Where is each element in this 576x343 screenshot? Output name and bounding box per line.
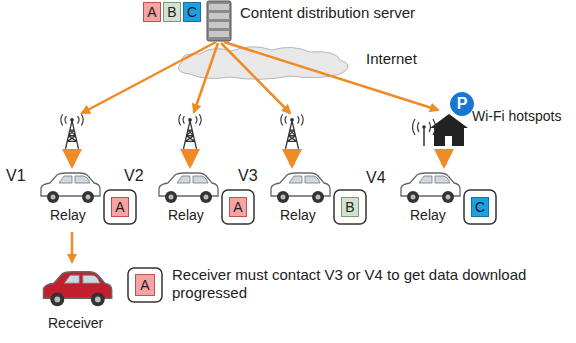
node-text: A — [140, 278, 149, 292]
vehicle-id: V1 — [6, 166, 26, 185]
vehicle-id: V4 — [366, 168, 386, 187]
content-box: A — [135, 274, 155, 296]
role-label: Relay — [50, 207, 86, 224]
node-text: P — [457, 96, 468, 112]
storage-devices — [104, 190, 496, 302]
role-label: Relay — [410, 207, 446, 224]
receiver-car — [43, 272, 111, 307]
content-box: C — [471, 197, 489, 217]
parking-sign: P — [450, 92, 474, 116]
distribution-arrows — [72, 42, 444, 262]
server-icon — [207, 1, 231, 41]
note-text: Receiver must contact V3 or V4 to get da… — [172, 266, 562, 302]
node-text: A — [147, 5, 156, 19]
role-label: Relay — [168, 207, 204, 224]
content-box: C — [183, 2, 201, 22]
content-box: A — [229, 197, 247, 217]
hotspot-label: Wi-Fi hotspots — [472, 108, 561, 125]
role-label: Relay — [280, 207, 316, 224]
node-text: A — [233, 200, 242, 214]
content-box: B — [163, 2, 181, 22]
vehicle-id: V3 — [238, 166, 258, 185]
role-label: Receiver — [48, 315, 103, 332]
content-box: A — [111, 197, 129, 217]
cell-towers — [61, 114, 303, 149]
server-label: Content distribution server — [240, 4, 415, 22]
content-box: A — [143, 2, 161, 22]
node-text: C — [475, 200, 485, 214]
node-text: B — [345, 200, 354, 214]
node-text: B — [167, 5, 176, 19]
wifi-hotspot-house — [413, 114, 469, 146]
vehicle-id: V2 — [124, 166, 144, 185]
node-text: C — [187, 5, 197, 19]
cloud-label: Internet — [366, 50, 417, 68]
node-text: A — [115, 200, 124, 214]
content-box: B — [341, 197, 359, 217]
